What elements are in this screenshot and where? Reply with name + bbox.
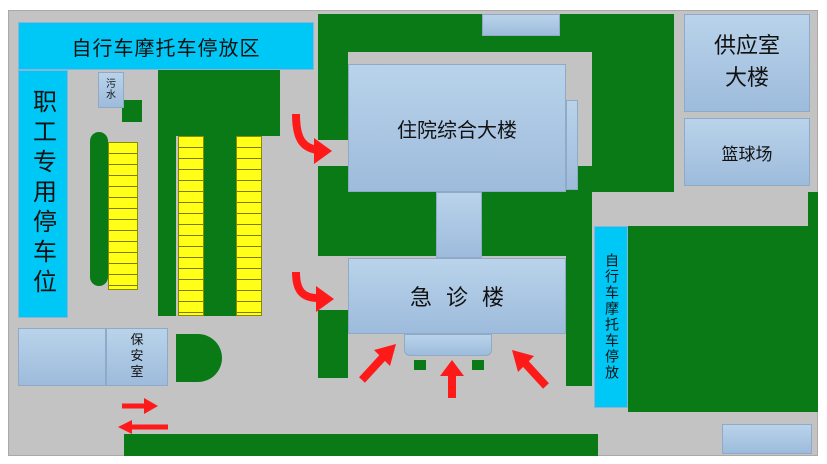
arrow-icon: [292, 271, 334, 312]
arrow-right-icon: [122, 398, 158, 414]
arrow-icon: [440, 360, 464, 398]
green-area-right-of-emergency: [566, 256, 592, 386]
entrance-planter-right: [472, 360, 484, 370]
inpatient-label: 住院综合大楼: [397, 117, 517, 142]
basketball-label: 篮球场: [721, 144, 773, 165]
green-area-east: [628, 226, 818, 412]
sewage-label: 污水: [106, 79, 116, 101]
arrow-left-icon: [118, 420, 168, 434]
green-hedge-col-a: [158, 136, 176, 316]
parking-row-2: [178, 136, 204, 316]
green-strip-east-edge: [808, 192, 818, 226]
bike-zone-right: 自行车摩托车停放: [594, 226, 628, 408]
top-small-building: [482, 14, 560, 36]
sewage-station: 污水: [98, 72, 124, 108]
security-room: 保安室: [106, 328, 168, 386]
green-area-main-right: [592, 14, 674, 192]
staff-parking-zone: 职工专用停车位: [18, 70, 68, 318]
emergency-building: 急 诊 楼: [348, 258, 566, 334]
bike-zone-top: 自行车摩托车停放区: [18, 22, 314, 70]
security-label: 保安室: [130, 333, 144, 380]
inpatient-east-wing: [566, 100, 578, 190]
parking-row-3: [236, 136, 262, 316]
arrow-icon: [292, 113, 332, 164]
road-inpatient-top: [348, 52, 568, 64]
supply-label: 供应室大楼: [713, 34, 780, 91]
emergency-entrance-canopy: [404, 334, 492, 356]
parking-row-1: [108, 142, 138, 290]
green-area-left-of-emergency: [318, 310, 348, 378]
green-shrub-small: [122, 100, 142, 122]
emergency-label: 急 诊 楼: [410, 286, 504, 311]
arrow-icon: [359, 344, 396, 383]
arrow-icon: [512, 350, 549, 389]
green-area-center-block: [158, 70, 280, 136]
green-area-main-left: [318, 14, 348, 140]
inpatient-building: 住院综合大楼: [348, 64, 566, 192]
southeast-small-building: [722, 424, 812, 454]
green-semicircle: [176, 334, 222, 382]
green-hedge-left: [90, 132, 108, 286]
supply-building: 供应室大楼: [684, 14, 810, 112]
green-hedge-col-b: [204, 136, 236, 316]
connector-corridor: [436, 192, 482, 258]
entrance-planter-left: [414, 360, 426, 370]
green-area-south: [124, 434, 598, 456]
guardhouse-left-block: [18, 328, 106, 386]
basketball-court: 篮球场: [684, 118, 810, 186]
